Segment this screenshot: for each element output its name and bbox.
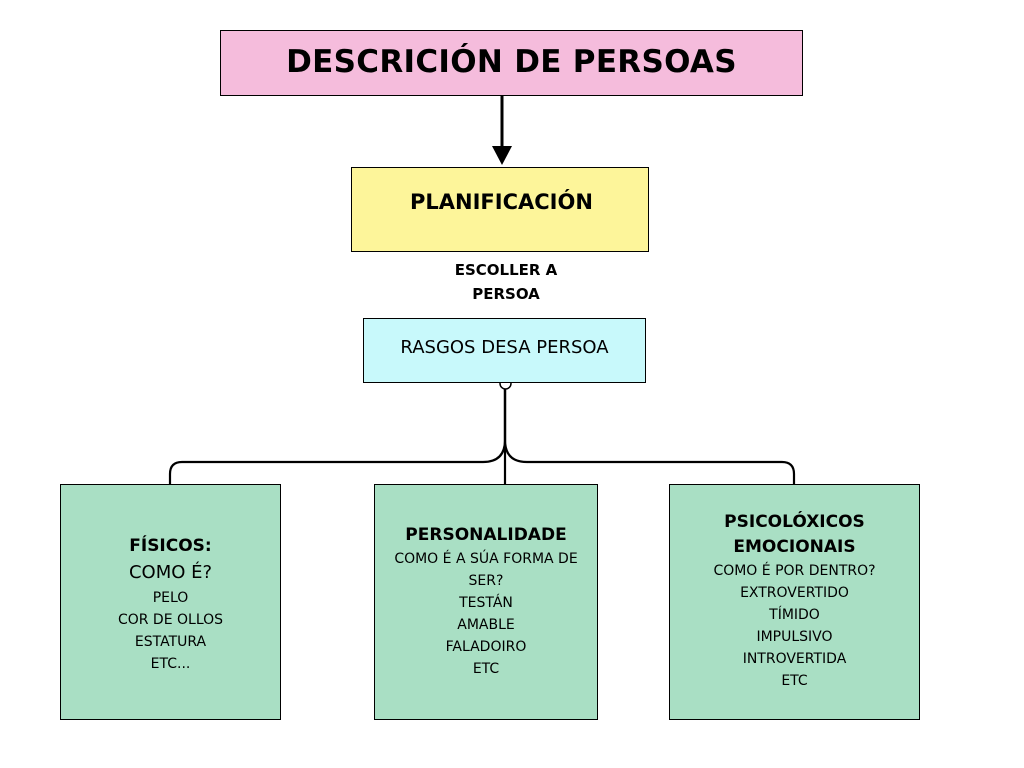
traits-label: RASGOS DESA PERSOA — [400, 337, 609, 358]
category-question-line-1: COMO É A SÚA FORMA DE — [394, 551, 578, 567]
category-heading-line-1: PSICOLÓXICOS — [724, 512, 865, 532]
category-item: COR DE OLLOS — [117, 612, 224, 628]
category-item: ETC... — [150, 656, 191, 672]
category-item: ESTATURA — [134, 634, 207, 650]
category-item: TÍMIDO — [769, 607, 820, 623]
link-label-line-2: PERSOA — [472, 285, 540, 303]
category-item: FALADOIRO — [445, 639, 527, 655]
category-item: ETC — [472, 661, 500, 677]
category-item: INTROVERTIDA — [742, 651, 847, 667]
title-box: DESCRICIÓN DE PERSOAS — [220, 30, 803, 96]
category-question-line-2: SER? — [468, 573, 504, 589]
link-label-line-1: ESCOLLER A — [454, 261, 558, 279]
planning-label: PLANIFICACIÓN — [410, 190, 593, 214]
category-item: AMABLE — [457, 617, 515, 633]
category-box-fisicos: FÍSICOS: COMO É? PELO COR DE OLLOS ESTAT… — [60, 484, 281, 720]
arrowhead-icon — [492, 146, 512, 165]
category-item: EXTROVERTIDO — [740, 585, 849, 601]
category-heading-line-2: EMOCIONAIS — [733, 537, 856, 557]
traits-to-fisicos-connector — [168, 385, 507, 484]
category-item: ETC — [781, 673, 808, 689]
link-label: ESCOLLER A PERSOA — [430, 258, 582, 306]
category-heading: FÍSICOS: — [129, 536, 212, 556]
category-box-personalidade: PERSONALIDADE COMO É A SÚA FORMA DE SER?… — [374, 484, 598, 720]
category-item: IMPULSIVO — [756, 629, 833, 645]
traits-box: RASGOS DESA PERSOA — [363, 318, 646, 383]
diagram-title: DESCRICIÓN DE PERSOAS — [286, 44, 737, 80]
planning-box: PLANIFICACIÓN — [351, 167, 649, 252]
category-subheading: COMO É? — [128, 562, 213, 583]
category-item: TESTÁN — [459, 595, 513, 611]
category-heading: PERSONALIDADE — [405, 525, 567, 545]
category-question: COMO É POR DENTRO? — [713, 563, 876, 579]
category-item: PELO — [152, 590, 189, 606]
traits-to-psico-connector — [503, 385, 796, 484]
category-box-psicoloxicos: PSICOLÓXICOS EMOCIONAIS COMO É POR DENTR… — [669, 484, 920, 720]
